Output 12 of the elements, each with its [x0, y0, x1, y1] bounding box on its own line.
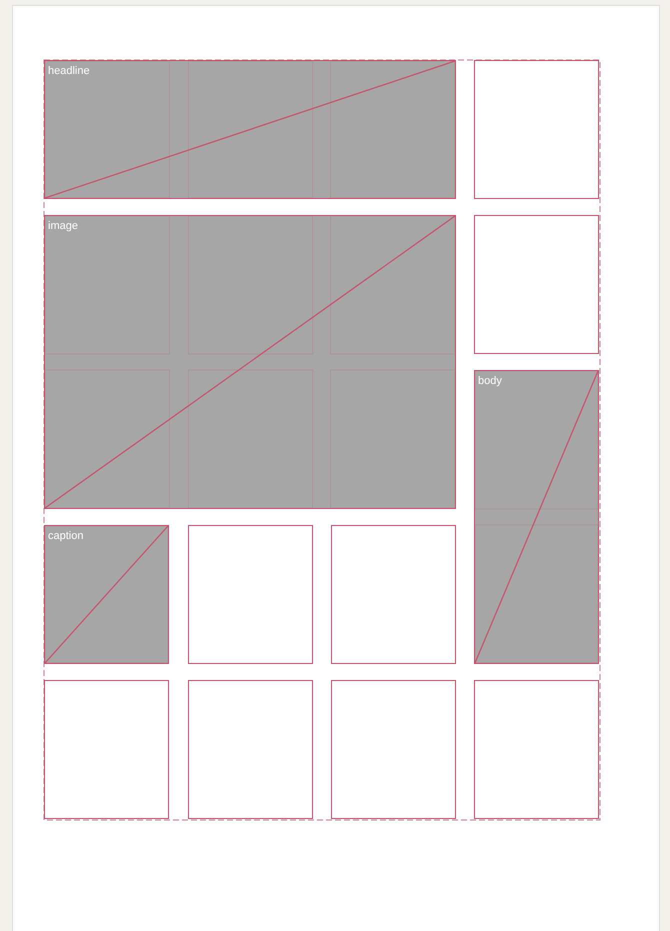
grid-module	[188, 525, 313, 664]
block-label: caption	[48, 530, 84, 543]
block-label: headline	[48, 65, 90, 78]
grid-module	[331, 525, 456, 664]
grid-module	[474, 60, 599, 199]
block-label: body	[478, 375, 502, 388]
grid-module	[188, 680, 313, 819]
grid-module	[331, 680, 456, 819]
grid-module	[474, 680, 599, 819]
block-label: image	[48, 220, 78, 233]
grid-module	[474, 215, 599, 354]
grid-module	[44, 680, 169, 819]
